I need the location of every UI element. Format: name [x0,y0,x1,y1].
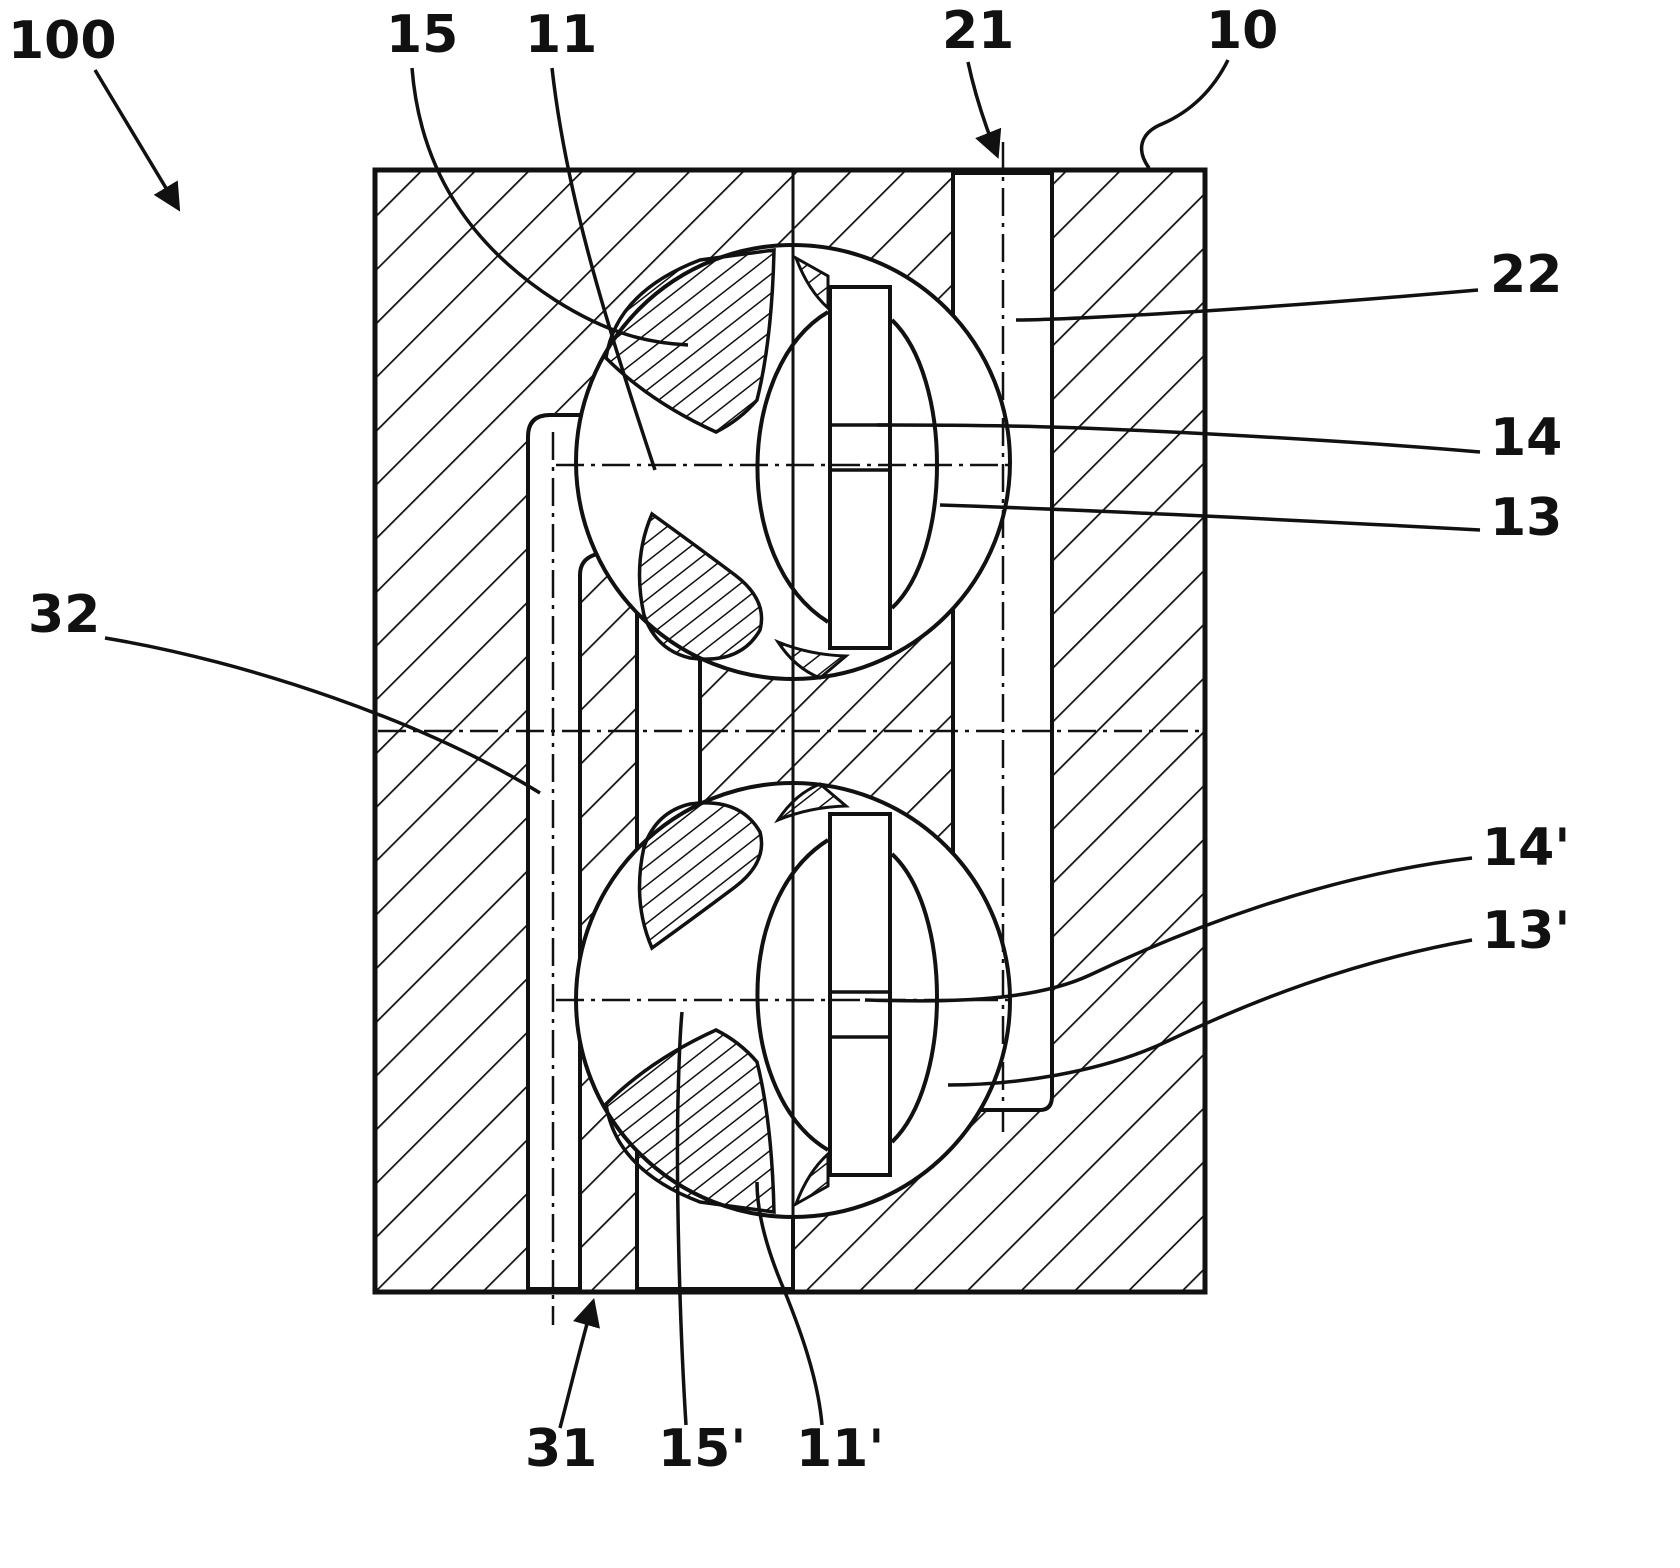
label-10: 10 [1206,1,1278,61]
leader-15-prime [675,1011,688,1426]
lower-ball-wedge-top [637,801,764,951]
label-100: 100 [8,11,117,71]
label-13: 13 [1490,488,1562,548]
label-22: 22 [1490,245,1562,305]
leader-21 [966,61,1002,159]
leader-15 [410,67,689,347]
leader-13-prime [947,938,1473,1087]
label-14-prime: 14' [1482,818,1570,878]
lower-ball-wedge-small-top [774,782,850,824]
housing-border [372,167,1208,1295]
leader-31 [558,1297,601,1429]
leader-32 [104,636,541,795]
label-14: 14 [1490,408,1562,468]
left-inlet-channel [526,413,621,1291]
leader-22 [1015,288,1479,322]
leader-14 [876,423,1481,454]
upper-ball-wedge-small-bottom [774,638,850,680]
leader-13 [939,503,1481,532]
label-13-prime: 13' [1482,901,1570,961]
upper-ball-left-arc [755,310,830,624]
leader-11 [550,67,657,471]
upper-ball-section [604,247,939,680]
leader-lines [93,59,1481,1429]
upper-valve-seat-plate [828,285,892,650]
lower-ball-right-arc [890,852,939,1144]
reference-labels: 100 15 11 21 10 22 14 13 32 14' 13' 31 1… [8,1,1570,1479]
label-11: 11 [525,5,597,65]
leader-100 [93,69,181,212]
label-31: 31 [525,1419,597,1479]
lower-valve-seat-plate [828,812,892,1177]
label-15-prime: 15' [658,1419,746,1479]
lower-ball-wedge-bottom [604,1028,776,1215]
label-32: 32 [28,585,100,645]
upper-ball-wedge-bottom [637,511,764,661]
label-15: 15 [386,5,458,65]
lower-ball-section [604,782,939,1215]
lower-ball-left-arc [755,838,830,1152]
label-11-prime: 11' [796,1419,884,1479]
leader-10 [1139,59,1230,170]
leader-11-prime [755,1181,824,1426]
label-21: 21 [942,1,1014,61]
leader-14-prime [864,856,1473,1003]
upper-ball-wedge-top [604,247,776,434]
